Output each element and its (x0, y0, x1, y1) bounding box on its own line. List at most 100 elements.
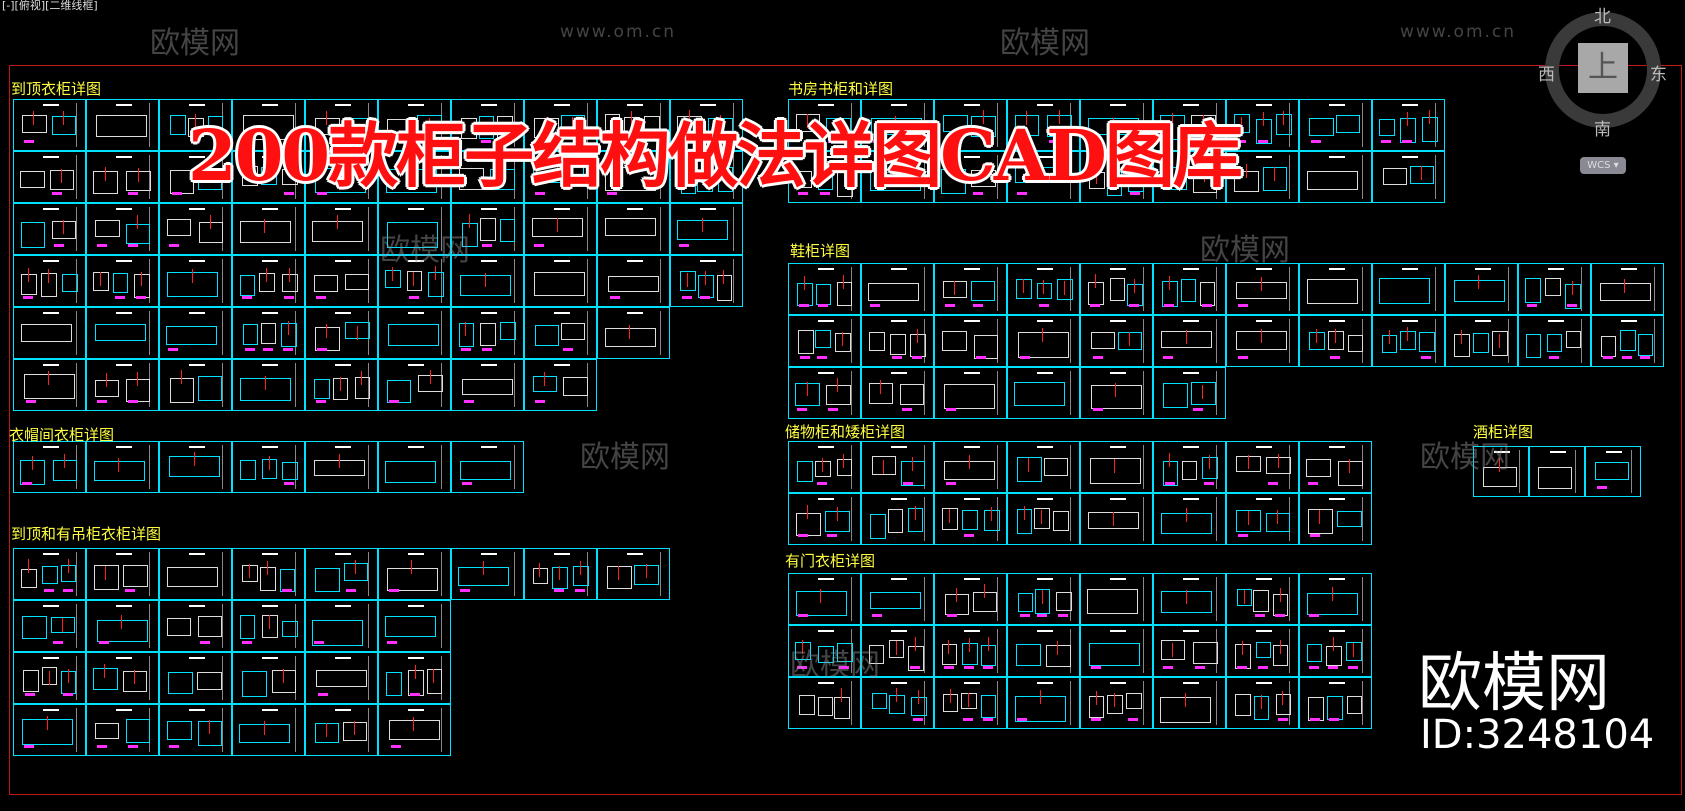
drawing-sheet (597, 99, 670, 151)
drawing-sheet (524, 307, 597, 359)
drawing-sheet (1299, 315, 1372, 367)
drawing-sheet (1153, 441, 1226, 493)
drawing-sheet (13, 151, 86, 203)
drawing-sheet (934, 493, 1007, 545)
drawing-sheet (86, 704, 159, 756)
drawing-sheet (597, 255, 670, 307)
drawing-sheet (86, 441, 159, 493)
drawing-sheet (451, 203, 524, 255)
compass-north[interactable]: 北 (1594, 7, 1611, 27)
drawing-sheet (861, 263, 934, 315)
drawing-sheet (86, 99, 159, 151)
drawing-sheet (1153, 99, 1226, 151)
drawing-sheet (1445, 315, 1518, 367)
drawing-sheet (13, 441, 86, 493)
drawing-sheet (1226, 263, 1299, 315)
drawing-sheet (1299, 493, 1372, 545)
drawing-sheet (451, 255, 524, 307)
drawing-sheet (861, 151, 934, 203)
watermark: 欧模网 (1000, 26, 1090, 61)
drawing-sheet (232, 441, 305, 493)
drawing-sheet (788, 573, 861, 625)
drawing-sheet (524, 359, 597, 411)
viewcube-top-face[interactable]: 上 (1578, 43, 1628, 93)
drawing-sheet (861, 625, 934, 677)
drawing-sheet (1518, 315, 1591, 367)
drawing-sheet (1080, 367, 1153, 419)
drawing-sheet (1372, 315, 1445, 367)
watermark: 欧模网 (1200, 233, 1290, 268)
drawing-sheet (934, 99, 1007, 151)
drawing-sheet (788, 367, 861, 419)
drawing-sheet (305, 307, 378, 359)
drawing-sheet (305, 151, 378, 203)
drawing-sheet (1591, 315, 1664, 367)
drawing-sheet (451, 359, 524, 411)
drawing-sheet (1299, 441, 1372, 493)
drawing-sheet (1299, 263, 1372, 315)
drawing-sheet (597, 151, 670, 203)
compass-east[interactable]: 东 (1650, 65, 1667, 85)
drawing-sheet (378, 704, 451, 756)
drawing-sheet (305, 99, 378, 151)
drawing-sheet (378, 307, 451, 359)
drawing-sheet (232, 652, 305, 704)
drawing-sheet (861, 573, 934, 625)
drawing-sheet (1518, 263, 1591, 315)
drawing-sheet (1445, 263, 1518, 315)
drawing-sheet (524, 255, 597, 307)
drawing-sheet (597, 203, 670, 255)
drawing-sheet (86, 600, 159, 652)
watermark: 欧模网 (580, 440, 670, 475)
section-label: 鞋柜详图 (790, 242, 851, 260)
drawing-sheet (378, 652, 451, 704)
section-label: 酒柜详图 (1473, 423, 1534, 441)
drawing-sheet (524, 151, 597, 203)
drawing-sheet (788, 625, 861, 677)
section-label: 衣帽间衣柜详图 (9, 426, 115, 444)
drawing-sheet (861, 367, 934, 419)
drawing-sheet (597, 307, 670, 359)
drawing-sheet (1226, 677, 1299, 729)
drawing-sheet (159, 652, 232, 704)
drawing-sheet (788, 441, 861, 493)
drawing-sheet (788, 677, 861, 729)
drawing-sheet (378, 441, 451, 493)
drawing-sheet (1153, 315, 1226, 367)
drawing-sheet (232, 704, 305, 756)
drawing-sheet (232, 255, 305, 307)
drawing-sheet (86, 652, 159, 704)
drawing-sheet (305, 652, 378, 704)
drawing-sheet (934, 315, 1007, 367)
wcs-dropdown[interactable]: WCS ▾ (1580, 157, 1626, 174)
drawing-sheet (1299, 625, 1372, 677)
drawing-sheet (1591, 263, 1664, 315)
drawing-sheet (159, 99, 232, 151)
compass-west[interactable]: 西 (1538, 65, 1555, 85)
drawing-sheet (1299, 573, 1372, 625)
section-label: 书房书柜和详图 (788, 80, 894, 98)
drawing-sheet (232, 151, 305, 203)
drawing-sheet (159, 255, 232, 307)
drawing-sheet (1007, 263, 1080, 315)
section-label: 有门衣柜详图 (785, 552, 876, 570)
drawing-sheet (524, 99, 597, 151)
drawing-sheet (13, 548, 86, 600)
drawing-sheet (1226, 493, 1299, 545)
drawing-sheet (232, 359, 305, 411)
drawing-sheet (1080, 677, 1153, 729)
drawing-sheet (1080, 573, 1153, 625)
drawing-sheet (451, 548, 524, 600)
drawing-sheet (670, 203, 743, 255)
drawing-sheet (1153, 677, 1226, 729)
drawing-sheet (13, 203, 86, 255)
drawing-sheet (597, 548, 670, 600)
drawing-sheet (1299, 677, 1372, 729)
drawing-sheet (13, 307, 86, 359)
compass-south[interactable]: 南 (1594, 120, 1611, 140)
drawing-sheet (232, 203, 305, 255)
drawing-sheet (1080, 315, 1153, 367)
drawing-sheet (1007, 625, 1080, 677)
viewport-label[interactable]: [-][俯视][二维线框] (2, 0, 98, 12)
drawing-sheet (1153, 151, 1226, 203)
